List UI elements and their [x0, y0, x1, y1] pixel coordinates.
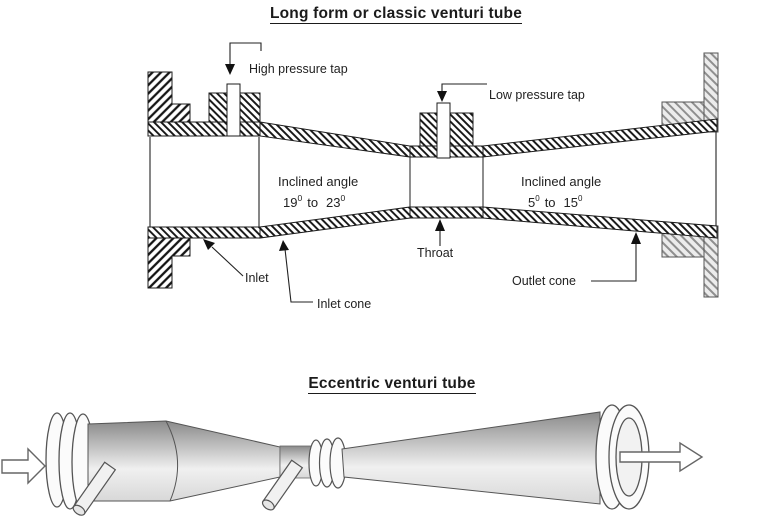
outlet-cone-wall-bottom — [482, 206, 718, 239]
outlet-cone-wall-top — [482, 118, 718, 158]
classic-venturi-diagram: High pressure tap Low pressure tap Throa… — [147, 42, 719, 311]
inlet-label: Inlet — [245, 271, 269, 285]
cylinder-cone-junction-arc — [165, 420, 179, 502]
inlet-cone-pointer — [284, 248, 313, 303]
outlet-cone-label: Outlet cone — [512, 274, 576, 288]
inlet-cone-wall-top — [259, 121, 411, 158]
tap-tube-inlet-cap — [72, 504, 86, 516]
low-pressure-tap-pointer — [441, 83, 487, 92]
outlet-cone-body — [341, 411, 601, 505]
inlet-cone-wall-bottom — [259, 206, 411, 239]
angle-left-to: 23 — [326, 195, 340, 210]
angle-left-to-word: to — [307, 195, 318, 210]
angle-right-to-word: to — [545, 195, 556, 210]
angle-right-from: 5 — [528, 195, 535, 210]
outlet-cone-pointer — [591, 242, 637, 282]
tap-tube-throat-cap — [261, 499, 275, 511]
throat-wall-bottom — [409, 206, 484, 219]
top-figure-title-text: Long form or classic venturi tube — [269, 5, 523, 24]
high-pressure-tap-arrowhead-icon — [225, 64, 235, 75]
top-figure-title: Long form or classic venturi tube — [24, 5, 768, 24]
high-pressure-tap-tube — [226, 83, 241, 137]
low-pressure-tap-arrowhead-icon — [437, 91, 447, 102]
angle-left-from: 19 — [283, 195, 297, 210]
inclined-angle-right-caption: Inclined angle — [521, 174, 601, 189]
inlet-pointer — [211, 246, 244, 277]
low-pressure-tap-label: Low pressure tap — [489, 88, 585, 102]
bottom-figure-title: Eccentric venturi tube — [16, 375, 768, 394]
throat-arrowhead-icon — [435, 219, 445, 231]
inlet-cylinder-and-cone-body — [87, 420, 281, 502]
high-pressure-tap-label: High pressure tap — [249, 62, 348, 76]
inlet-wall-bottom — [147, 226, 261, 239]
inlet-flange-top — [147, 71, 191, 123]
flow-in-arrow-icon — [1, 447, 46, 485]
high-pressure-tap-pointer — [229, 42, 262, 66]
throat-label: Throat — [417, 246, 454, 260]
low-pressure-tap-tube — [436, 102, 451, 159]
pressure-tap-tube-throat — [261, 459, 304, 511]
inlet-flange-bottom — [147, 237, 191, 289]
flow-out-arrow-icon — [619, 441, 704, 473]
angle-right-from-sup: 0 — [535, 194, 540, 203]
angle-right-to: 15 — [564, 195, 578, 210]
inlet-wall-top — [147, 121, 261, 137]
angle-left-from-sup: 0 — [297, 193, 302, 203]
eccentric-venturi-diagram — [1, 404, 704, 516]
angle-left-to-sup: 0 — [341, 193, 346, 203]
inlet-cone-arrowhead-icon — [279, 240, 289, 251]
pressure-tap-tube-inlet — [72, 461, 117, 516]
inclined-angle-left-caption: Inclined angle — [278, 174, 358, 189]
inlet-cone-label: Inlet cone — [317, 297, 371, 311]
angle-right-to-sup: 0 — [578, 194, 583, 203]
outlet-cone-arrowhead-icon — [631, 232, 641, 244]
bottom-figure-title-text: Eccentric venturi tube — [308, 375, 476, 394]
inlet-arrowhead-icon — [203, 239, 215, 250]
